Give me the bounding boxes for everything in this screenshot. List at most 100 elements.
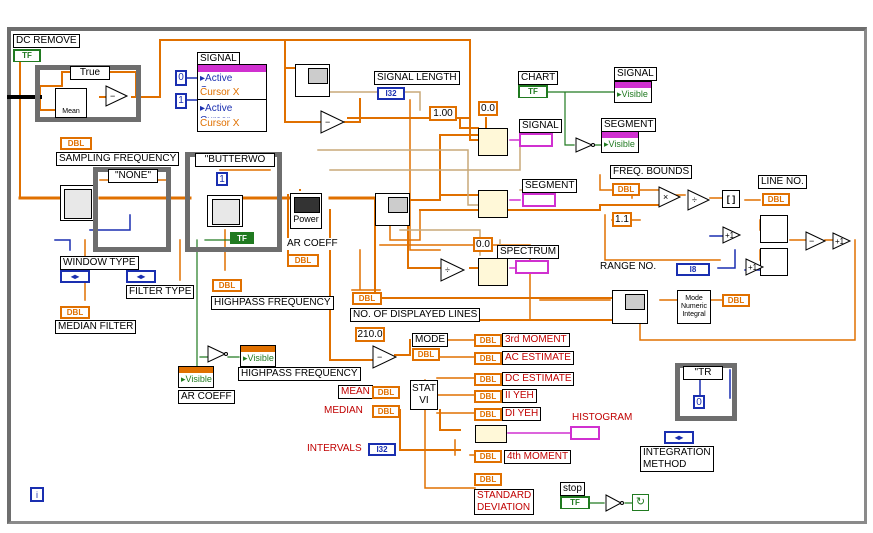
divide-icon[interactable]: ÷: [687, 189, 711, 211]
displayed-lines-label: NO. OF DISPLAYED LINES: [350, 308, 481, 322]
signal-graph-terminal[interactable]: [519, 133, 553, 147]
window-type-terminal[interactable]: ◂▸: [60, 270, 90, 283]
subtract-icon[interactable]: −: [805, 231, 827, 251]
ar-coeff-visible-node[interactable]: ▸Visible: [178, 366, 214, 388]
signal-length-terminal[interactable]: I32: [377, 87, 405, 100]
sampling-frequency-terminal[interactable]: DBL: [60, 137, 92, 150]
mean-label: MEAN: [338, 385, 373, 399]
constant-1-00[interactable]: 1.00: [429, 106, 457, 121]
spectrum-graph-terminal[interactable]: [515, 260, 549, 274]
constant-0-0-b[interactable]: 0.0: [473, 237, 493, 252]
constant-1[interactable]: 1: [175, 93, 187, 109]
index-array-icon[interactable]: [760, 215, 788, 243]
filter-type-terminal[interactable]: ◂▸: [126, 270, 156, 283]
case-selector-true[interactable]: True: [70, 66, 110, 80]
mode-terminal[interactable]: DBL: [412, 348, 440, 361]
mean-terminal[interactable]: DBL: [372, 386, 400, 399]
bundle-segment-node[interactable]: [478, 190, 508, 218]
subtract-icon[interactable]: −: [320, 110, 346, 134]
dc-estimate-terminal[interactable]: DBL: [474, 373, 502, 386]
index-array-icon-2[interactable]: [760, 248, 788, 276]
dc-estimate-label: DC ESTIMATE: [502, 372, 575, 386]
segment-visible-node[interactable]: ▸Visible: [601, 131, 639, 153]
integral-output-terminal[interactable]: DBL: [722, 294, 750, 307]
power-spectrum-icon[interactable]: Power: [290, 193, 322, 229]
case-selector-tr[interactable]: "TR: [683, 366, 723, 380]
bundle-histogram-node[interactable]: [475, 425, 507, 443]
butterworth-filter-icon[interactable]: [207, 195, 243, 227]
chart-terminal[interactable]: TF: [518, 85, 548, 98]
array-subset-icon[interactable]: [295, 64, 330, 97]
increment-icon[interactable]: +1: [722, 226, 742, 244]
visible-property[interactable]: ▸Visible: [615, 88, 651, 100]
di-yeh-label: DI YEH: [502, 407, 542, 421]
visible-property[interactable]: ▸Visible: [179, 373, 213, 385]
increment-icon-2[interactable]: +1: [745, 258, 765, 276]
freq-bounds-terminal[interactable]: DBL: [612, 183, 640, 196]
round-icon[interactable]: [ ]: [722, 190, 740, 208]
visible-property[interactable]: ▸Visible: [602, 138, 638, 150]
fourth-moment-terminal[interactable]: DBL: [474, 450, 502, 463]
constant-0-0[interactable]: 0.0: [478, 101, 498, 116]
case-selector-butterworth[interactable]: "BUTTERWO: [195, 153, 275, 167]
highpass-frequency-terminal[interactable]: DBL: [212, 279, 242, 292]
median-terminal[interactable]: DBL: [372, 405, 400, 418]
cursor-x-2[interactable]: Cursor X: [198, 118, 266, 130]
multiply-icon[interactable]: ×: [658, 186, 682, 208]
svg-text:−: −: [809, 236, 814, 246]
highpass-bool-terminal[interactable]: TF: [230, 232, 254, 244]
histogram-graph-terminal[interactable]: [570, 426, 600, 440]
constant-0-blue[interactable]: 0: [693, 395, 705, 409]
di-yeh-terminal[interactable]: DBL: [474, 408, 502, 421]
stop-terminal[interactable]: TF: [560, 496, 590, 509]
wire: [351, 249, 381, 291]
segment-graph-terminal[interactable]: [522, 193, 556, 207]
intervals-terminal[interactable]: I32: [368, 443, 396, 456]
numeric-integral-node[interactable]: Mode Numeric Integral: [677, 290, 711, 324]
highpass-visible-node[interactable]: ▸Visible: [240, 345, 276, 367]
case-selector-none[interactable]: "NONE": [108, 169, 158, 183]
divide-icon[interactable]: ÷: [440, 258, 466, 282]
range-no-terminal[interactable]: I8: [676, 263, 710, 276]
displayed-lines-terminal[interactable]: DBL: [352, 292, 382, 305]
signal-out-label: SIGNAL: [519, 119, 562, 133]
increment-icon-3[interactable]: +1: [832, 232, 852, 250]
cursor-x-1[interactable]: Cursor X: [198, 87, 266, 100]
constant-1-blue[interactable]: 1: [216, 172, 228, 186]
line-no-terminal[interactable]: DBL: [762, 193, 790, 206]
not-icon[interactable]: [207, 345, 229, 363]
constant-0[interactable]: 0: [175, 70, 187, 86]
bundle-signal-node[interactable]: [478, 128, 508, 156]
mean-vi-icon[interactable]: Mean: [55, 88, 87, 118]
segment-visible-label: SEGMENT: [601, 118, 657, 132]
integral-text-2: Numeric: [680, 303, 708, 310]
median-filter-terminal[interactable]: DBL: [60, 306, 90, 319]
signal-visible-node[interactable]: ▸Visible: [614, 81, 652, 103]
third-moment-label: 3rd MOMENT: [502, 333, 570, 347]
subtract-icon[interactable]: −: [105, 85, 129, 107]
loop-condition-icon[interactable]: ↻: [632, 494, 649, 511]
ar-coeff-terminal[interactable]: DBL: [287, 254, 319, 267]
array-subset-icon-2[interactable]: [375, 193, 410, 226]
integration-method-terminal[interactable]: ◂▸: [664, 431, 694, 444]
third-moment-terminal[interactable]: DBL: [474, 334, 502, 347]
ii-yeh-terminal[interactable]: DBL: [474, 390, 502, 403]
visible-property[interactable]: ▸Visible: [241, 352, 275, 364]
svg-text:+1: +1: [748, 263, 758, 272]
ac-estimate-terminal[interactable]: DBL: [474, 352, 502, 365]
standard-deviation-terminal[interactable]: DBL: [474, 473, 502, 486]
freq-bounds-label: FREQ. BOUNDS: [610, 165, 693, 179]
not-icon[interactable]: [605, 494, 625, 512]
constant-210[interactable]: 210.0: [355, 327, 385, 342]
not-icon[interactable]: [575, 137, 595, 153]
window-glyph: [64, 189, 92, 219]
wire: [394, 134, 479, 201]
window-vi-icon[interactable]: [60, 185, 94, 221]
dc-remove-terminal[interactable]: TF: [13, 49, 41, 62]
constant-1-1[interactable]: 1.1: [612, 212, 632, 227]
array-subset-icon-3[interactable]: [612, 290, 648, 324]
stat-vi-node[interactable]: STAT VI: [410, 380, 438, 410]
signal-property-node[interactable]: ▸Active Cursor Cursor X ▸Active Cursor C…: [197, 64, 267, 132]
subtract-icon[interactable]: −: [372, 345, 398, 369]
bundle-spectrum-node[interactable]: [478, 258, 508, 286]
